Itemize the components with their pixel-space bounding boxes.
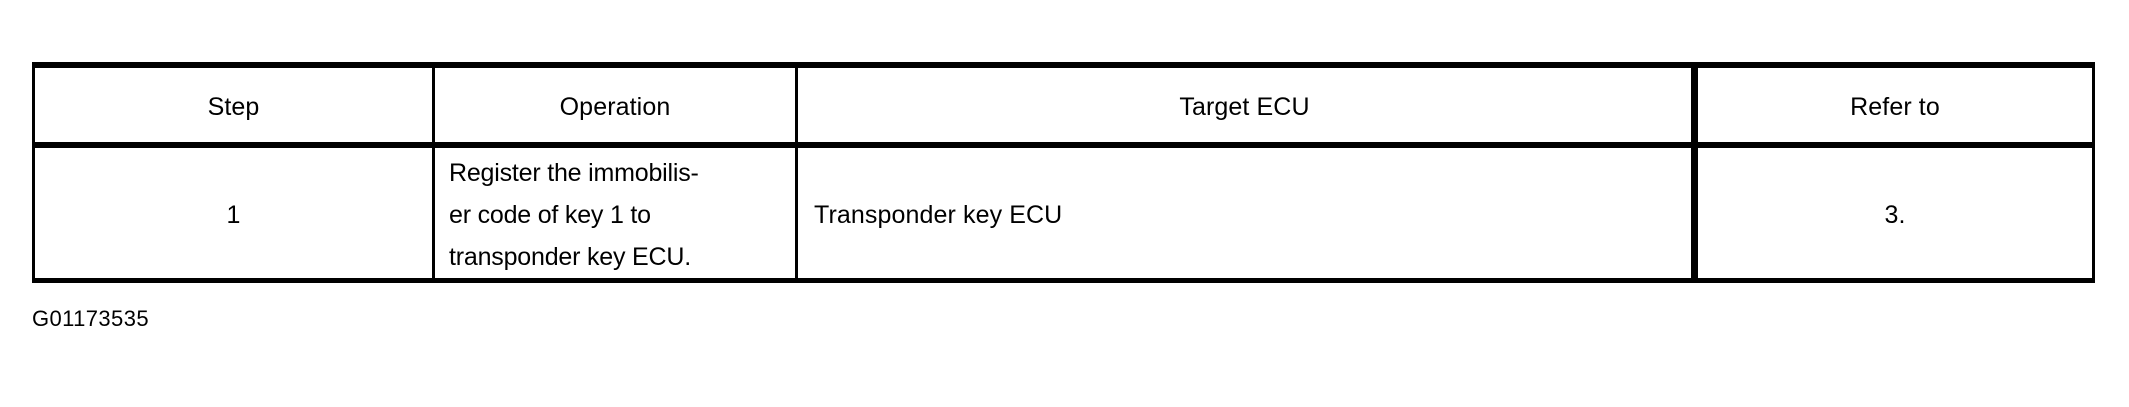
column-header-operation-label: Operation (559, 93, 671, 121)
table-header-row: Step Operation Target ECU Refer to (35, 68, 2092, 142)
column-header-target-ecu: Target ECU (798, 68, 1698, 142)
header-body-divider (35, 142, 2092, 148)
column-header-step-label: Step (207, 93, 260, 121)
procedure-table: Step Operation Target ECU Refer to 1 Reg… (32, 62, 2095, 283)
cell-step-value: 1 (226, 200, 241, 229)
cell-operation-line-1: Register the immobilis- (449, 158, 699, 187)
cell-refer-to-value: 3. (1884, 200, 1906, 229)
cell-refer-to: 3. (1698, 148, 2092, 281)
cell-operation-line-2: er code of key 1 to (449, 200, 651, 229)
figure-code-label: G01173535 (32, 306, 149, 331)
column-header-refer-to: Refer to (1698, 68, 2092, 142)
cell-target-ecu-value: Transponder key ECU (814, 200, 1063, 229)
column-header-step: Step (35, 68, 435, 142)
table-row: 1 Register the immobilis- er code of key… (35, 148, 2092, 281)
cell-step: 1 (35, 148, 435, 281)
column-header-refer-to-label: Refer to (1850, 93, 1940, 121)
cell-operation-line-3: transponder key ECU. (449, 242, 691, 271)
cell-operation-text: Register the immobilis- er code of key 1… (449, 152, 785, 278)
cell-operation: Register the immobilis- er code of key 1… (435, 148, 798, 281)
column-header-target-ecu-label: Target ECU (1179, 93, 1310, 121)
cell-target-ecu: Transponder key ECU (798, 148, 1698, 281)
column-header-operation: Operation (435, 68, 798, 142)
